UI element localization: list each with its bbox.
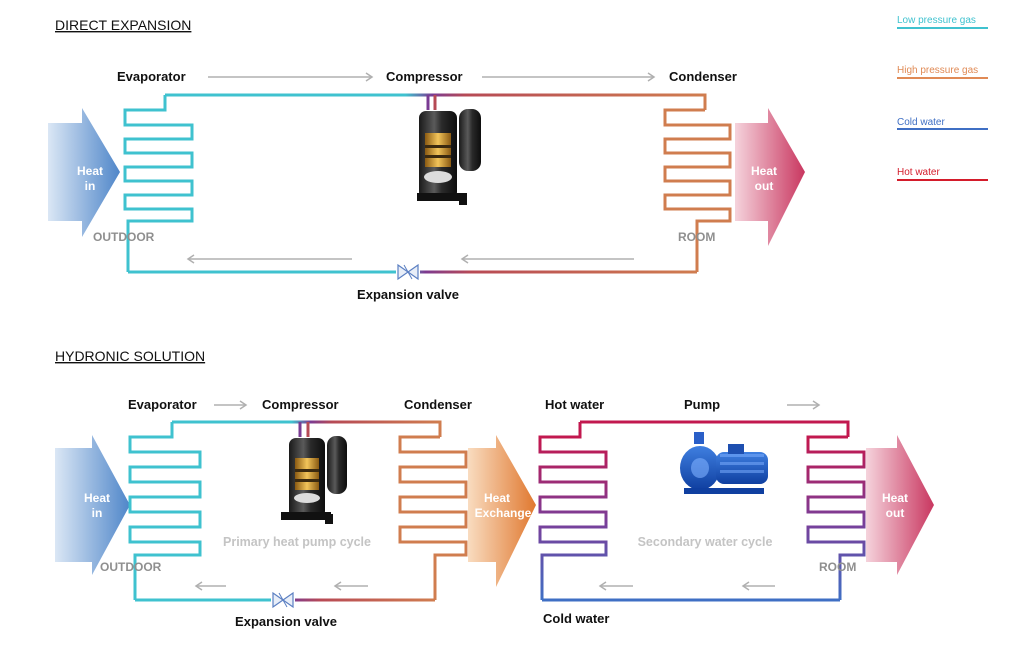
water-pipe-right-coil xyxy=(806,435,866,600)
heat-in-text-2: in xyxy=(85,179,96,193)
heat-exchange-text-2: Exchange xyxy=(475,506,532,520)
legend-label: Low pressure gas xyxy=(897,15,976,26)
heat-out-text-2: out xyxy=(886,506,905,520)
section-title: HYDRONIC SOLUTION xyxy=(55,348,205,364)
condenser-label: Condenser xyxy=(404,397,472,412)
heat-out-text-1: Heat xyxy=(882,491,908,505)
refrigerant-pipe-top xyxy=(165,93,707,110)
condenser-coil xyxy=(398,435,468,600)
primary-cycle-label: Primary heat pump cycle xyxy=(223,535,371,549)
room-label: ROOM xyxy=(819,560,856,574)
secondary-cycle-label: Secondary water cycle xyxy=(638,535,773,549)
legend-item-low-pressure-gas: Low pressure gas xyxy=(897,15,988,29)
heat-exchange-text-1: Heat xyxy=(484,491,510,505)
legend-label: High pressure gas xyxy=(897,65,978,76)
compressor-label: Compressor xyxy=(262,397,339,412)
evaporator-coil xyxy=(123,95,194,272)
compressor-icon xyxy=(281,436,347,524)
outdoor-label: OUTDOOR xyxy=(100,560,162,574)
heat-out-text-1: Heat xyxy=(751,164,777,178)
refrigerant-pipe-top xyxy=(172,420,442,437)
expansion-valve-icon xyxy=(271,591,295,609)
compressor-label: Compressor xyxy=(386,69,463,84)
flow-arrow-right xyxy=(214,400,821,410)
pump-icon xyxy=(680,432,768,494)
flow-arrow-left xyxy=(194,581,368,591)
flow-arrow-left xyxy=(598,581,775,591)
legend-label: Cold water xyxy=(897,117,945,128)
heat-out-arrow: Heat out xyxy=(735,108,805,246)
compressor-icon xyxy=(417,109,481,205)
hot-water-label: Hot water xyxy=(545,397,604,412)
cold-water-label: Cold water xyxy=(543,611,609,626)
expansion-valve-icon xyxy=(396,263,420,281)
expansion-valve-label: Expansion valve xyxy=(235,614,337,629)
heat-exchange-arrow: Heat Exchange xyxy=(468,435,536,587)
heat-in-arrow: Heat in xyxy=(48,108,120,237)
water-pipe-left-coil xyxy=(538,422,608,600)
legend: Low pressure gas High pressure gas Cold … xyxy=(897,15,988,181)
room-label: ROOM xyxy=(678,230,715,244)
flow-arrow-right xyxy=(208,72,656,82)
hot-water-pipe-top xyxy=(580,420,850,437)
heat-in-arrow: Heat in xyxy=(55,435,130,575)
flow-arrow-left xyxy=(186,254,634,264)
hydronic-section: HYDRONIC SOLUTION Evaporator Compressor … xyxy=(55,348,934,629)
legend-item-hot-water: Hot water xyxy=(897,167,988,181)
heat-in-text-2: in xyxy=(92,506,103,520)
evaporator-label: Evaporator xyxy=(117,69,186,84)
condenser-label: Condenser xyxy=(669,69,737,84)
direct-expansion-section: DIRECT EXPANSION Evaporator Compressor C… xyxy=(48,17,805,302)
heat-in-text-1: Heat xyxy=(77,164,103,178)
heat-out-arrow: Heat out xyxy=(866,435,934,575)
legend-item-high-pressure-gas: High pressure gas xyxy=(897,65,988,79)
legend-label: Hot water xyxy=(897,167,940,178)
heat-in-text-1: Heat xyxy=(84,491,110,505)
section-title: DIRECT EXPANSION xyxy=(55,17,191,33)
pump-label: Pump xyxy=(684,397,720,412)
outdoor-label: OUTDOOR xyxy=(93,230,155,244)
heat-out-text-2: out xyxy=(755,179,774,193)
expansion-valve-label: Expansion valve xyxy=(357,287,459,302)
condenser-coil xyxy=(663,108,732,272)
evaporator-label: Evaporator xyxy=(128,397,197,412)
legend-item-cold-water: Cold water xyxy=(897,117,988,130)
evaporator-coil xyxy=(128,422,202,600)
